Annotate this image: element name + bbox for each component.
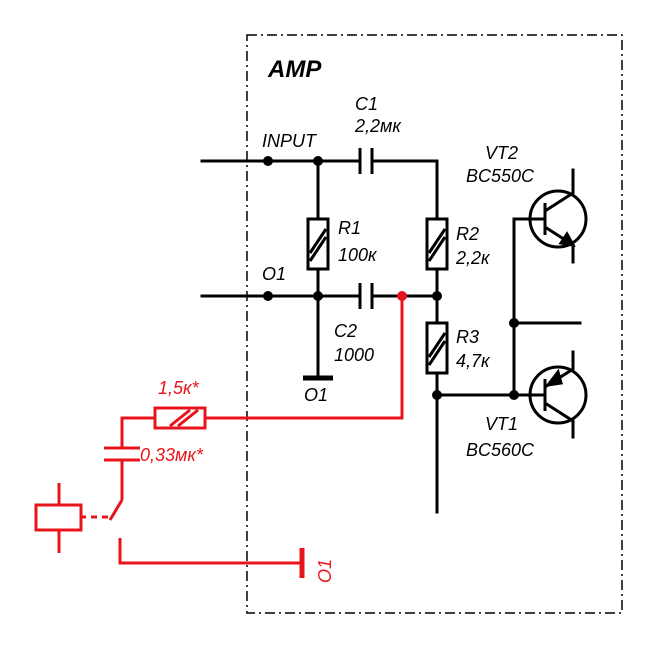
red-resistor xyxy=(153,406,207,430)
amp-block-border xyxy=(246,34,623,614)
r1-value: 100к xyxy=(338,245,378,265)
red-feedback-wire xyxy=(205,296,404,420)
red-switch-lower-wire xyxy=(118,538,302,565)
c1-right-wire xyxy=(370,159,439,221)
c2-value: 1000 xyxy=(334,345,374,365)
red-capacitor-value: 0,33мк* xyxy=(140,445,204,465)
input-label: INPUT xyxy=(262,131,318,151)
red-wiring xyxy=(57,296,404,565)
vt2-value: BC550C xyxy=(466,166,535,186)
c2-capacitor xyxy=(358,283,374,309)
o1-ground-label: O1 xyxy=(304,385,328,405)
r2-value: 2,2к xyxy=(455,248,491,268)
c1-capacitor xyxy=(358,148,374,174)
red-capacitor xyxy=(104,446,140,462)
c1-name: C1 xyxy=(355,94,378,114)
red-switch-blade xyxy=(108,499,124,521)
o1-red-label: O1 xyxy=(315,559,335,583)
r2-resistor xyxy=(425,217,449,271)
junction-dots xyxy=(263,156,519,400)
vt2-name: VT2 xyxy=(485,143,518,163)
o1-left-label: O1 xyxy=(262,264,286,284)
vt2-transistor xyxy=(528,170,588,262)
c1-value: 2,2мк xyxy=(354,116,402,136)
r1-resistor xyxy=(306,217,330,271)
red-left-wire xyxy=(120,416,155,448)
c2-name: C2 xyxy=(334,321,357,341)
amp-block-title: AMP xyxy=(267,56,322,83)
r3-name: R3 xyxy=(456,327,479,347)
vt1-name: VT1 xyxy=(485,414,518,434)
vt1-transistor xyxy=(528,352,588,437)
red-junction-dot xyxy=(397,291,407,301)
r3-resistor xyxy=(425,321,449,375)
vt1-value: BC560C xyxy=(466,440,535,460)
r1-name: R1 xyxy=(338,218,361,238)
r2-name: R2 xyxy=(456,224,479,244)
r3-value: 4,7к xyxy=(456,351,491,371)
red-resistor-value: 1,5к* xyxy=(158,378,200,398)
relay-coil xyxy=(34,503,83,532)
